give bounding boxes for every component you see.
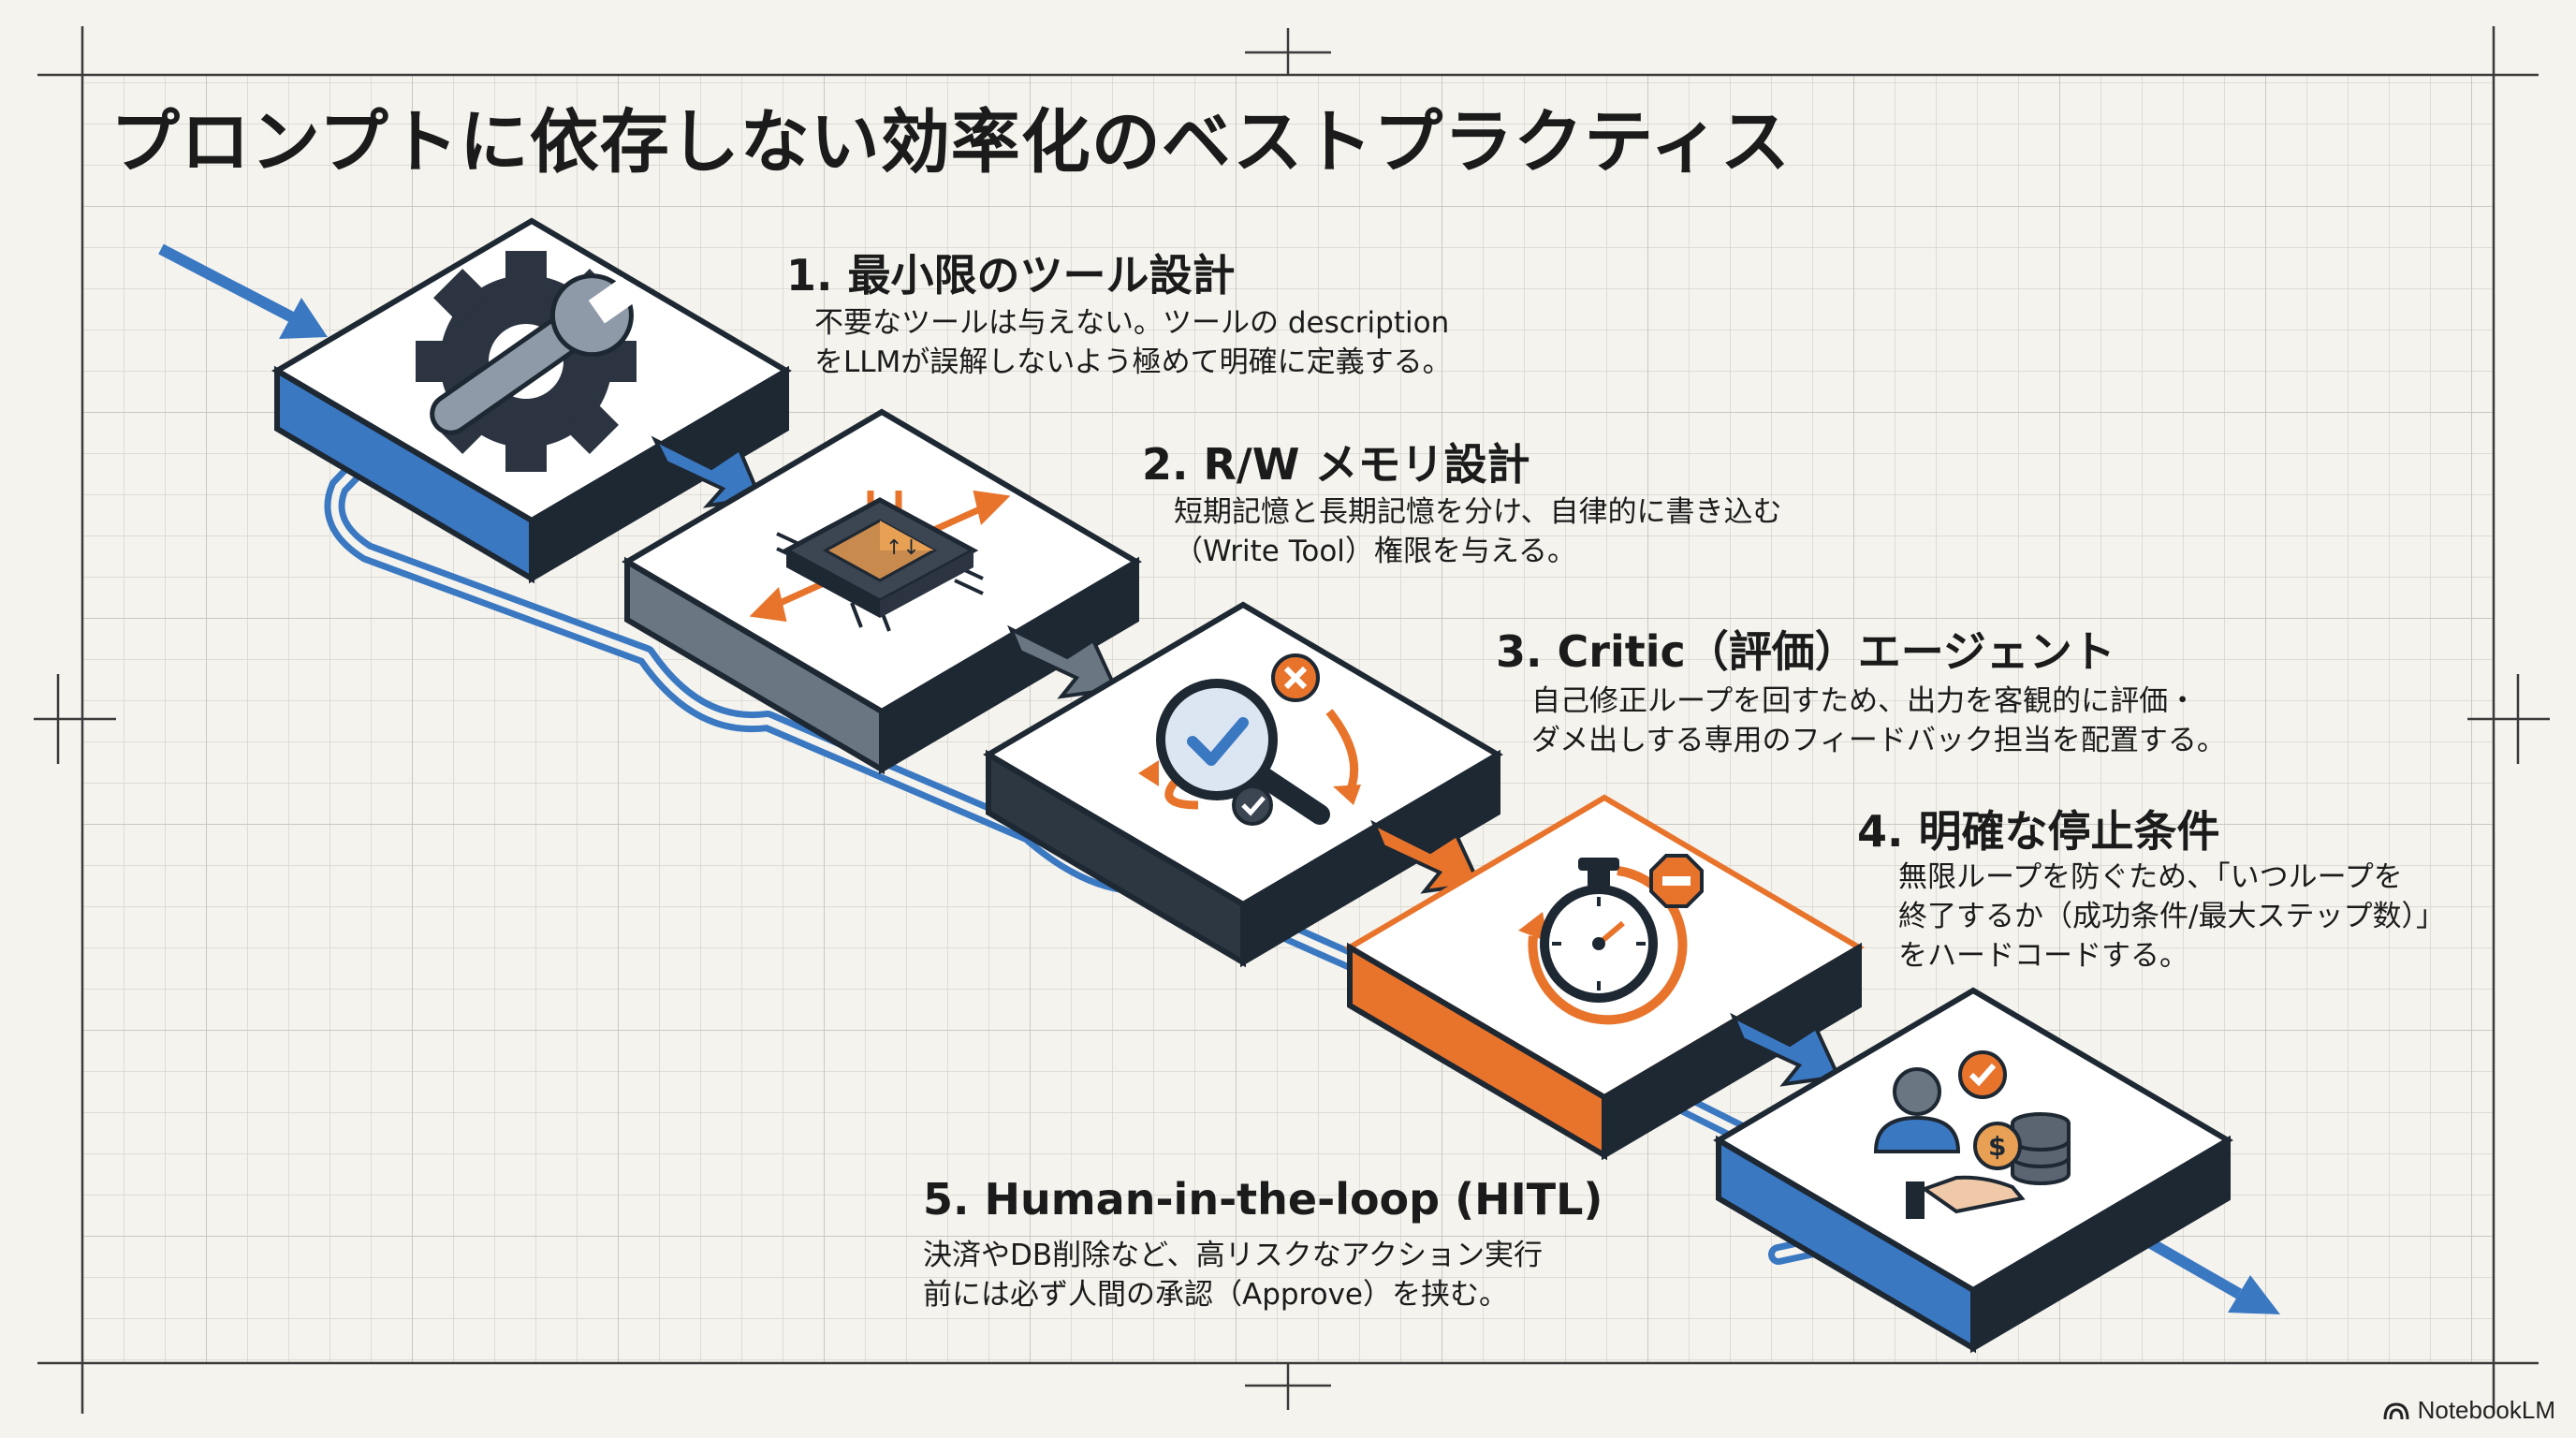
step-3-heading: 3. Critic（評価）エージェント [1496, 626, 2115, 677]
brand-watermark: NotebookLM [2382, 1396, 2555, 1425]
step-4-description: 無限ループを防ぐため、「いつループを 終了するか（成功条件/最大ステップ数）」 … [1898, 858, 2445, 976]
brand-label: NotebookLM [2417, 1396, 2555, 1424]
page-title: プロンプトに依存しない効率化のベストプラクティス [110, 102, 1791, 183]
step-5-description: 決済やDB削除など、高リスクなアクション実行 前には必ず人間の承認（Approv… [923, 1236, 1543, 1314]
step-5-line-2: 前には必ず人間の承認（Approve）を挟む。 [923, 1278, 1509, 1312]
memory-chip-icon: ↑↓ [749, 490, 1011, 632]
notebooklm-logo-icon [2383, 1401, 2409, 1419]
gear-wrench-icon [416, 251, 639, 472]
step-3-description: 自己修正ループを回すため、出力を客観的に評価・ ダメ出しする専用のフィードバック… [1531, 682, 2226, 760]
step-4-heading: 4. 明確な停止条件 [1857, 806, 2220, 857]
step-5-heading: 5. Human-in-the-loop (HITL) [923, 1174, 1603, 1225]
svg-text:↑↓: ↑↓ [886, 536, 920, 560]
frame-lines [34, 26, 2550, 1414]
stopwatch-stop-icon [1518, 854, 1704, 1025]
svg-text:$: $ [1988, 1131, 2006, 1162]
step-2-heading: 2. R/W メモリ設計 [1142, 439, 1530, 490]
magnifier-check-icon [1138, 653, 1361, 826]
step-1-heading: 1. 最小限のツール設計 [786, 250, 1236, 301]
step-3-line-2: ダメ出しする専用のフィードバック担当を配置する。 [1531, 724, 2226, 757]
step-2-line-1: 短期記憶と長期記憶を分け、自律的に書き込む [1174, 495, 1782, 529]
step-1-description: 不要なツールは与えない。ツールの description をLLMが誤解しないよ… [814, 303, 1452, 382]
step-1-line-1: 不要なツールは与えない。ツールの description [814, 306, 1450, 340]
step-5-block [1713, 987, 2233, 1354]
connector-arrow-4 [1730, 1012, 1841, 1087]
step-4-line-1: 無限ループを防ぐため、「いつループを [1898, 860, 2403, 894]
step-4-line-3: をハードコードする。 [1898, 939, 2188, 973]
step-2-line-2: （Write Tool）権限を与える。 [1174, 535, 1576, 568]
entry-arrow [158, 243, 328, 339]
human-approval-icon: $ [1873, 1050, 2071, 1219]
step-3-line-1: 自己修正ループを回すため、出力を客観的に評価・ [1531, 684, 2198, 718]
step-4-line-2: 終了するか（成功条件/最大ステップ数）」 [1898, 900, 2445, 933]
step-2-description: 短期記憶と長期記憶を分け、自律的に書き込む （Write Tool）権限を与える… [1174, 492, 1781, 571]
step-1-line-2: をLLMが誤解しないよう極めて明確に定義する。 [814, 345, 1452, 379]
step-5-line-1: 決済やDB削除など、高リスクなアクション実行 [923, 1239, 1544, 1272]
